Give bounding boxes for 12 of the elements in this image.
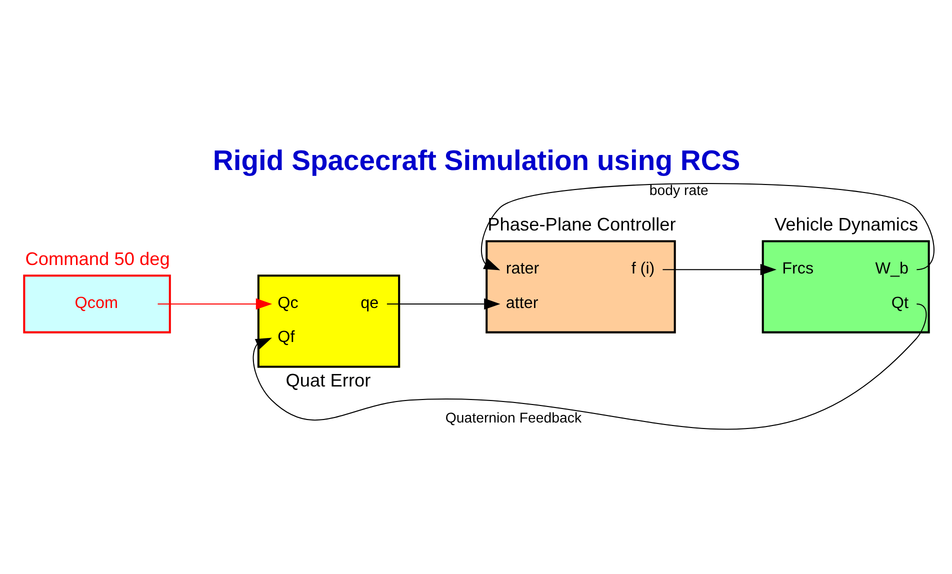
arrow: [252, 304, 926, 430]
edge-label: Quaternion Feedback: [444, 410, 582, 426]
node-label: Command 50 deg: [24, 248, 170, 269]
arrow: [480, 183, 934, 270]
node-label: Vehicle Dynamics: [774, 214, 918, 235]
edge-label: body rate: [648, 182, 708, 199]
node-label: Quat Error: [285, 370, 370, 390]
arrow: [662, 264, 776, 276]
node-label: Phase-Plane Controller: [487, 214, 676, 235]
diagram-title: Rigid Spacecraft Simulation using RCS: [212, 144, 740, 177]
arrow: [386, 298, 500, 310]
arrow: [157, 298, 272, 310]
